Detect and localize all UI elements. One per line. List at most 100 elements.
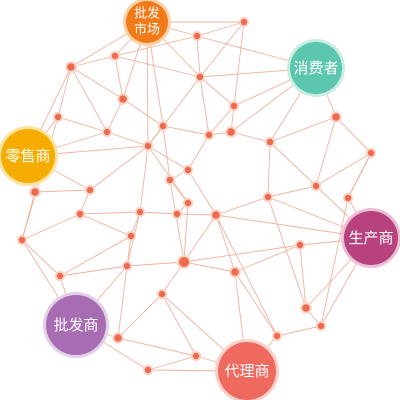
network-edge	[147, 355, 197, 371]
network-edge	[320, 197, 349, 327]
hub-shengchanshang: 生产商	[341, 208, 400, 268]
network-edge	[70, 66, 108, 133]
network-node	[136, 208, 144, 216]
network-edge	[114, 35, 198, 57]
network-edge	[183, 202, 189, 263]
hub-label: 批发商	[53, 316, 98, 334]
network-node	[103, 128, 111, 136]
network-node	[18, 236, 26, 244]
network-edge	[79, 213, 132, 237]
network-node	[56, 272, 64, 280]
network-edge	[199, 76, 235, 107]
network-edge	[269, 116, 337, 143]
hub-label: 消费者	[293, 59, 338, 77]
network-edge	[117, 265, 128, 339]
network-edge	[161, 293, 197, 357]
hub-label: 生产商	[348, 229, 393, 247]
network-edge	[187, 169, 217, 216]
network-edge	[70, 66, 124, 100]
network-edge	[126, 261, 185, 267]
network-node	[184, 166, 192, 174]
network-node	[119, 95, 127, 103]
network-edge	[233, 21, 245, 107]
network-edge	[147, 145, 189, 171]
network-node	[159, 122, 167, 130]
network-edge	[276, 325, 322, 337]
network-edge	[169, 179, 185, 263]
network-edge	[234, 271, 278, 337]
network-edge	[208, 105, 235, 136]
hub-label: 批发	[134, 6, 160, 22]
hub-xiaofeizhe: 消费者	[287, 39, 345, 97]
network-node	[231, 268, 239, 276]
network-edge	[267, 141, 271, 198]
network-edge	[215, 214, 278, 337]
network-edge	[57, 66, 72, 118]
network-node	[266, 138, 274, 146]
network-edge	[70, 55, 116, 68]
network-edge	[114, 55, 124, 100]
network-edge	[299, 244, 307, 309]
network-edge	[117, 337, 197, 357]
network-node	[273, 332, 281, 340]
network-edge	[59, 265, 128, 277]
network-edge	[215, 214, 236, 273]
network-edge	[187, 134, 210, 171]
network-node	[302, 304, 310, 312]
hub-lingshoushang: 零售商	[0, 126, 58, 186]
network-edge	[183, 244, 301, 263]
network-edge	[269, 141, 317, 187]
node-layer	[16, 16, 377, 376]
hub-dailishang: 代理商	[215, 339, 279, 400]
network-edge	[196, 21, 245, 37]
network-node	[86, 186, 94, 194]
network-edge	[162, 125, 210, 136]
network-node	[158, 290, 166, 298]
network-node	[192, 352, 200, 360]
network-node	[205, 131, 213, 139]
network-edge	[21, 213, 81, 241]
network-edge	[89, 145, 149, 191]
network-node	[173, 210, 181, 218]
network-edge	[162, 125, 171, 181]
hub-pifashang: 批发商	[43, 292, 109, 358]
network-node	[144, 366, 152, 374]
network-node	[296, 241, 304, 249]
hub-label: 市场	[134, 22, 160, 38]
network-node	[332, 113, 340, 121]
network-node	[264, 193, 272, 201]
network-node	[76, 210, 84, 218]
network-edge	[139, 211, 178, 215]
network-edge	[347, 152, 372, 199]
network-edge	[267, 185, 317, 198]
network-edge	[267, 196, 307, 309]
network-edge	[34, 189, 91, 193]
network-edge	[176, 213, 217, 216]
network-node	[227, 128, 235, 136]
network-node	[240, 18, 248, 26]
network-edge	[199, 76, 210, 136]
network-node	[127, 232, 135, 240]
network-edge	[139, 145, 149, 213]
network-node	[344, 194, 352, 202]
network-edge	[114, 55, 201, 78]
network-node	[67, 63, 75, 71]
network-node	[184, 199, 192, 207]
network-edge	[196, 35, 201, 78]
network-edge	[215, 196, 269, 216]
network-node	[230, 102, 238, 110]
network-edge	[106, 98, 124, 133]
network-edge	[79, 211, 141, 215]
hub-circle	[1, 129, 55, 183]
network-node	[111, 52, 119, 60]
network-node	[317, 322, 325, 330]
network-edge	[117, 293, 163, 339]
network-edge	[59, 235, 132, 277]
network-node	[179, 257, 189, 267]
hub-circle	[290, 42, 342, 94]
network-edge	[57, 116, 108, 133]
network-node	[212, 211, 220, 219]
